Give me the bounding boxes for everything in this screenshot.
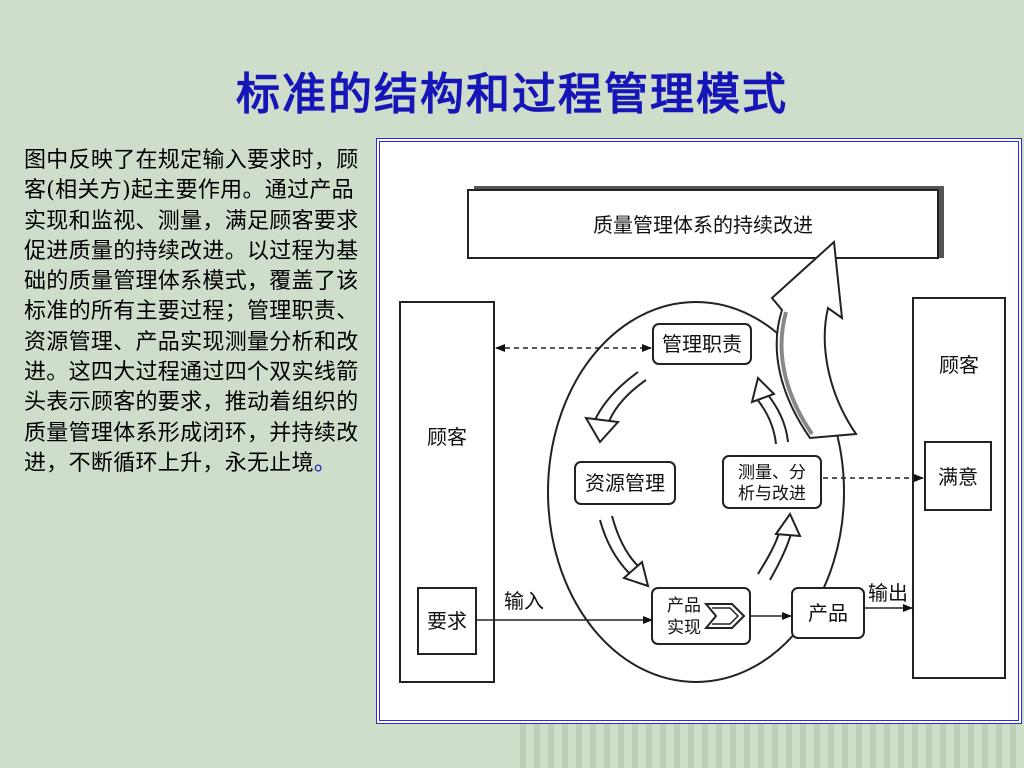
management-box	[652, 323, 752, 365]
realization-arrow-icon	[703, 603, 746, 629]
product-box	[791, 587, 865, 639]
diagram-frame: 质量管理体系的持续改进 顾客 要求 顾客 满意 管理职责 资源管理 测量、分 析…	[376, 138, 1022, 724]
arrow-resource-to-realization	[599, 519, 631, 575]
arrow-realization-to-measure	[769, 529, 793, 581]
customer-right-label: 顾客	[939, 353, 979, 377]
process-model-diagram: 质量管理体系的持续改进 顾客 要求 顾客 满意 管理职责 资源管理 测量、分 析…	[399, 186, 1006, 683]
realization-label-line2: 实现	[667, 618, 701, 638]
realization-arrow-icon-inner	[712, 607, 740, 625]
satisfaction-box	[924, 441, 992, 511]
requirement-label: 要求	[427, 609, 467, 633]
input-label: 输入	[504, 589, 544, 613]
process-cycle-ellipse	[547, 301, 845, 683]
background-texture	[520, 720, 1024, 768]
output-label: 输出	[868, 581, 908, 605]
improvement-arrow	[770, 239, 858, 440]
product-label: 产品	[808, 601, 848, 625]
resource-box	[574, 461, 676, 505]
customer-left-label: 顾客	[427, 425, 467, 449]
description-end-mark: 。	[313, 450, 337, 476]
satisfaction-label: 满意	[938, 465, 978, 489]
page-title: 标准的结构和过程管理模式	[236, 69, 788, 120]
realization-label-line1: 产品	[667, 596, 701, 616]
resource-label: 资源管理	[585, 471, 665, 495]
measure-box	[722, 455, 822, 509]
improvement-arrow-shade	[779, 311, 814, 436]
requirement-box	[417, 587, 477, 655]
improvement-box	[467, 189, 939, 259]
cycle-arrows	[584, 371, 802, 588]
improvement-label: 质量管理体系的持续改进	[593, 213, 813, 237]
description-body: 图中反映了在规定输入要求时，顾客(相关方)起主要作用。通过产品实现和监视、测量，…	[24, 148, 359, 476]
management-label: 管理职责	[662, 332, 742, 356]
measure-label-line2: 析与改进	[738, 484, 806, 504]
measure-label-line1: 测量、分	[738, 463, 806, 483]
description-text: 图中反映了在规定输入要求时，顾客(相关方)起主要作用。通过产品实现和监视、测量，…	[24, 146, 374, 479]
arrow-management-to-resource	[593, 371, 639, 423]
